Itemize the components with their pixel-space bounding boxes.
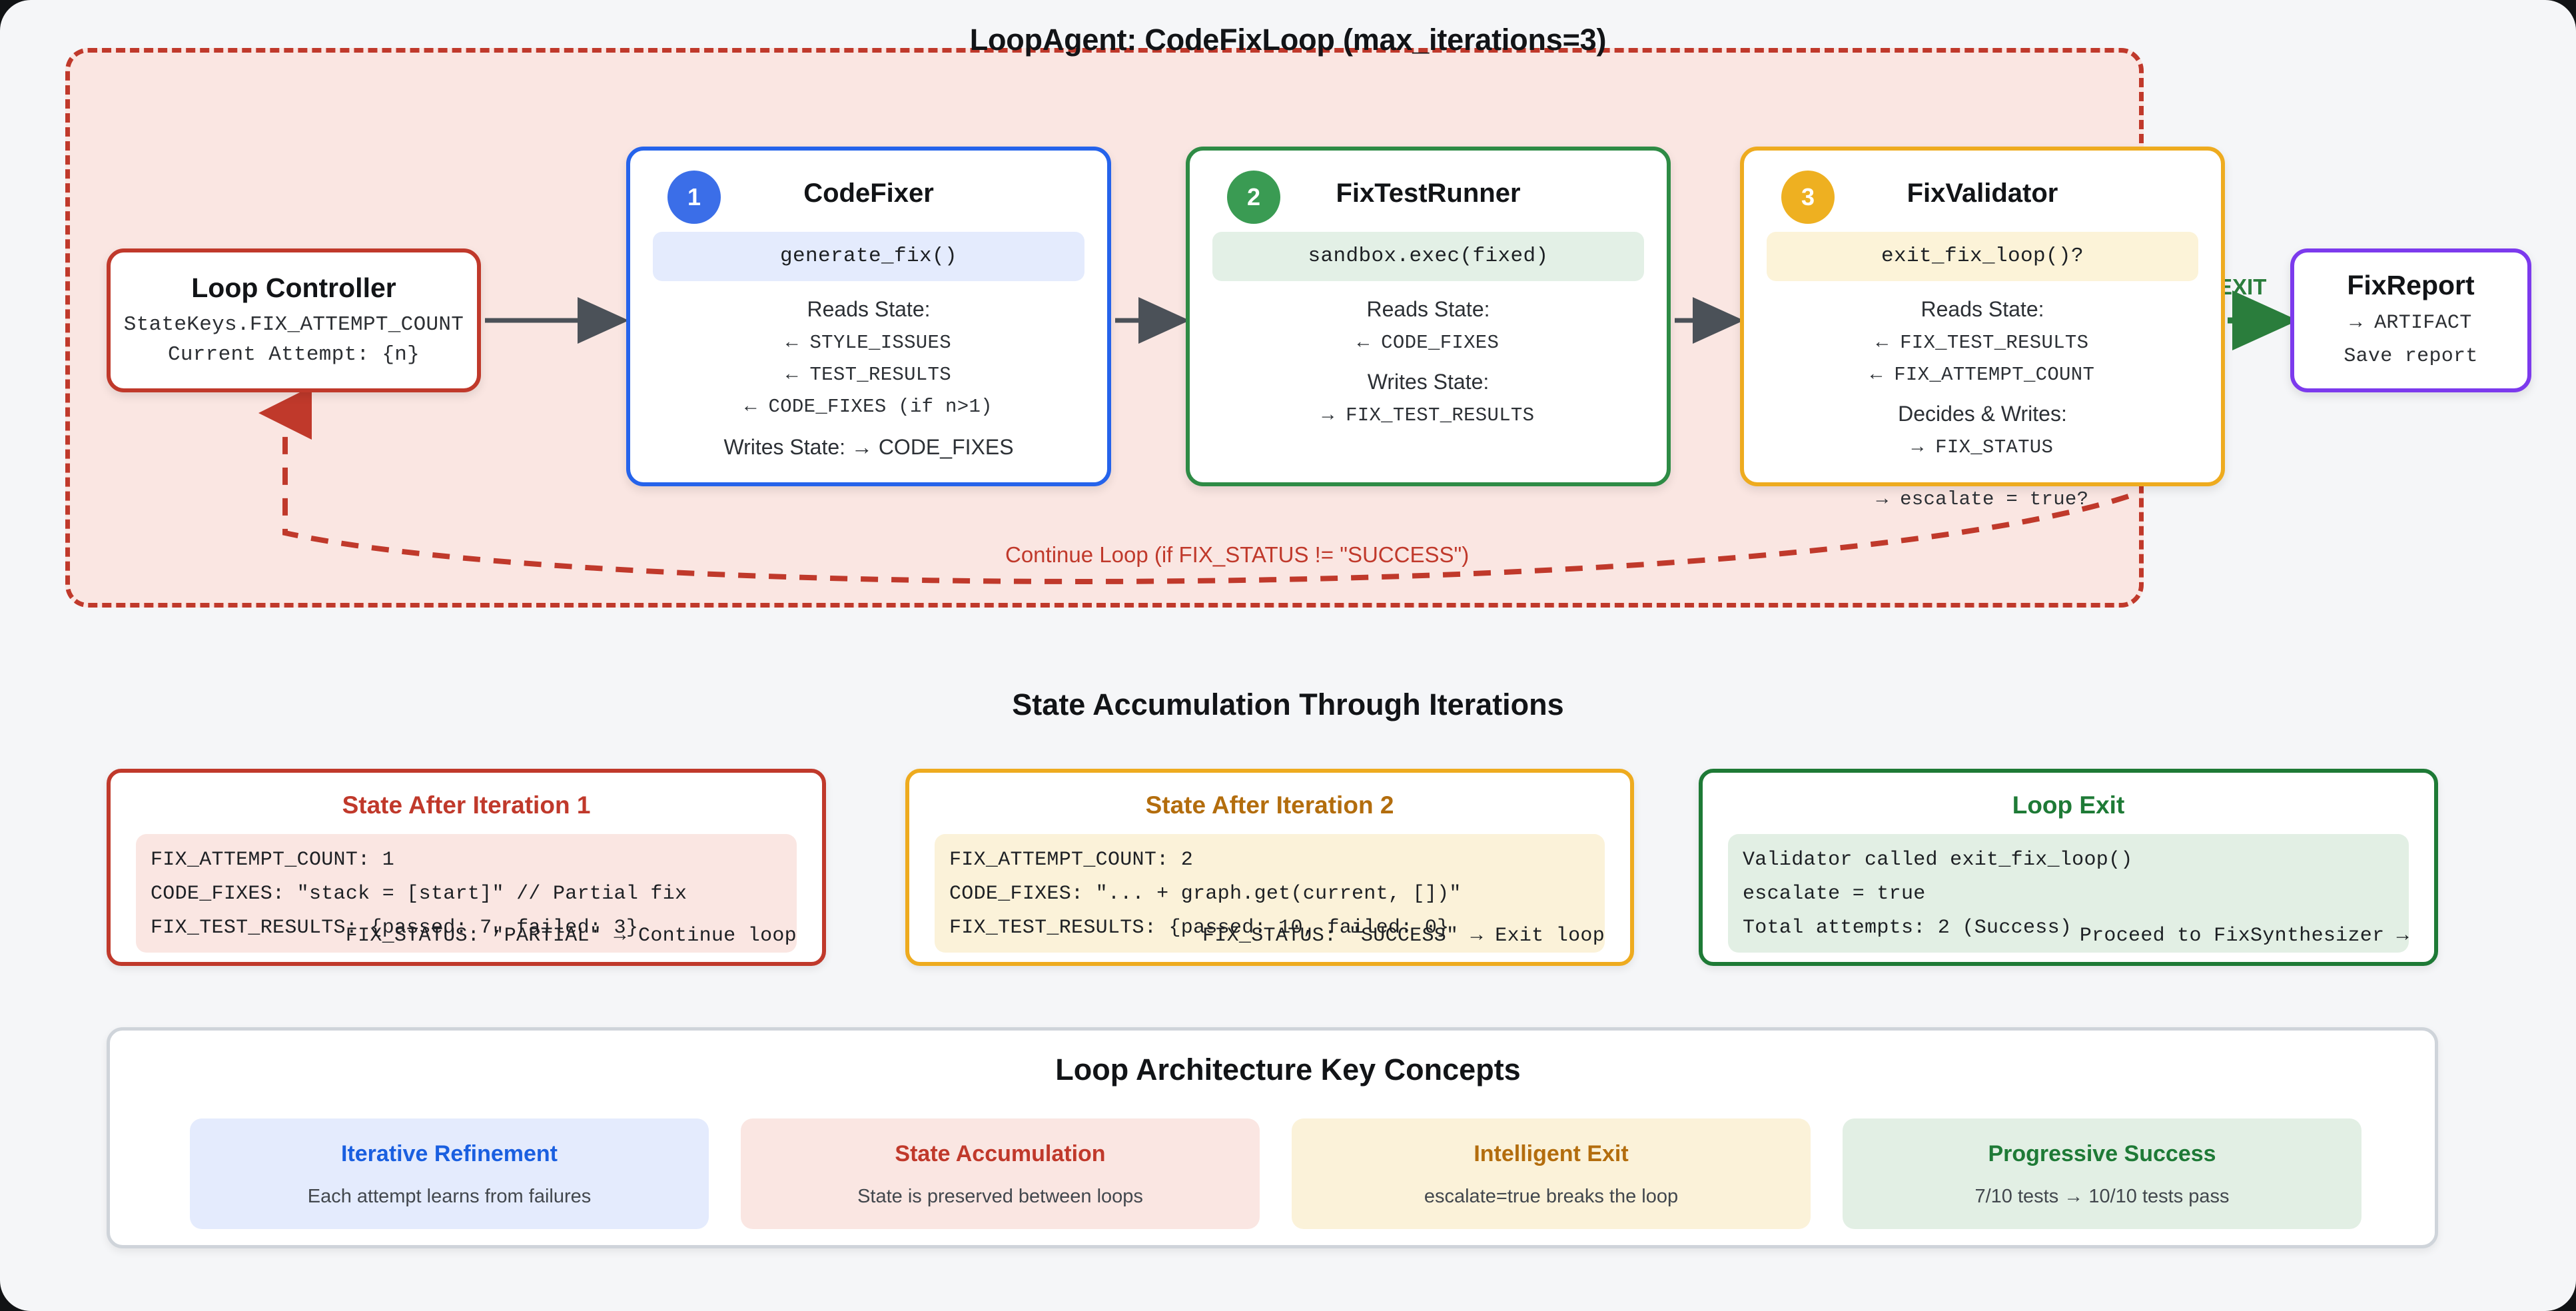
step-2-title: FixTestRunner	[1336, 179, 1521, 208]
step-1-title: CodeFixer	[803, 179, 934, 208]
exit-label: EXIT	[2218, 274, 2267, 299]
agent-node-fixtestrunner[interactable]: 2 FixTestRunner sandbox.exec(fixed) Read…	[1186, 147, 1671, 486]
step-2-badge: 2	[1227, 171, 1280, 224]
loop-controller-title: Loop Controller	[191, 272, 396, 303]
step-3-write-0: → FIX_STATUS	[1911, 436, 2054, 458]
step-3-code-chip: exit_fix_loop()?	[1767, 232, 2198, 281]
step-3-writes-label: Decides & Writes:	[1898, 402, 2067, 426]
step-1-read-0: ← STYLE_ISSUES	[786, 332, 951, 354]
concept-1-title: State Accumulation	[895, 1141, 1106, 1166]
step-1-reads-label: Reads State:	[807, 297, 931, 321]
state-card-2-footer: FIX_STATUS: "SUCCESS" → Exit loop	[1202, 925, 1605, 947]
state-card-1-title: State After Iteration 1	[342, 791, 591, 819]
agent-node-fixvalidator[interactable]: 3 FixValidator exit_fix_loop()? Reads St…	[1740, 147, 2225, 510]
key-concepts-panel: Iterative Refinement Each attempt learns…	[107, 1027, 2438, 1248]
state-card-1-row-2: FIX_TEST_RESULTS: {passed: 7, failed: 3}	[151, 917, 639, 939]
state-card-2-row-0: FIX_ATTEMPT_COUNT: 2	[949, 849, 1194, 871]
state-card-3-row-2: Total attempts: 2 (Success)	[1743, 917, 2072, 939]
state-card-1-footer: FIX_STATUS: "PARTIAL" → Continue loop	[345, 925, 797, 947]
step-1-read-1: ← TEST_RESULTS	[786, 364, 951, 386]
step-2-write-0: → FIX_TEST_RESULTS	[1322, 404, 1535, 426]
state-card-2-row-1: CODE_FIXES: "... + graph.get(current, []…	[949, 883, 1462, 905]
concept-iterative-refinement[interactable]: Iterative Refinement Each attempt learns…	[190, 1118, 709, 1229]
state-card-1-row-0: FIX_ATTEMPT_COUNT: 1	[151, 849, 395, 871]
step-1-header: 1 CodeFixer	[653, 169, 1084, 232]
step-3-read-1: ← FIX_ATTEMPT_COUNT	[1870, 364, 2095, 386]
state-card-1-body: FIX_ATTEMPT_COUNT: 1 CODE_FIXES: "stack …	[136, 834, 797, 953]
fix-report-node[interactable]: FixReport → ARTIFACT Save report	[2290, 248, 2531, 392]
state-card-2-row-2: FIX_TEST_RESULTS: {passed: 10, failed: 0…	[949, 917, 1450, 939]
state-card-3-footer: Proceed to FixSynthesizer →	[2079, 925, 2409, 947]
state-card-1-row-1: CODE_FIXES: "stack = [start]" // Partial…	[151, 883, 687, 905]
step-2-reads-label: Reads State:	[1366, 297, 1490, 321]
state-card-3-row-0: Validator called exit_fix_loop()	[1743, 849, 2133, 871]
fix-report-save: Save report	[2344, 345, 2478, 368]
key-concepts-row: Iterative Refinement Each attempt learns…	[190, 1118, 2361, 1229]
step-3-reads-label: Reads State:	[1921, 297, 2044, 321]
step-1-code-chip: generate_fix()	[653, 232, 1084, 281]
step-2-read-0: ← CODE_FIXES	[1357, 332, 1500, 354]
concept-0-desc: Each attempt learns from failures	[307, 1186, 592, 1207]
concept-progressive-success[interactable]: Progressive Success 7/10 tests → 10/10 t…	[1843, 1118, 2361, 1229]
step-3-badge: 3	[1781, 171, 1835, 224]
state-card-3-title: Loop Exit	[2012, 791, 2125, 819]
state-card-iteration-1[interactable]: State After Iteration 1 FIX_ATTEMPT_COUN…	[107, 769, 826, 966]
state-card-2-title: State After Iteration 2	[1145, 791, 1394, 819]
loop-agent-title: LoopAgent: CodeFixLoop (max_iterations=3…	[969, 23, 1607, 57]
state-section-heading: State Accumulation Through Iterations	[1012, 687, 1564, 721]
state-card-loop-exit[interactable]: Loop Exit Validator called exit_fix_loop…	[1699, 769, 2438, 966]
concept-1-desc: State is preserved between loops	[857, 1186, 1143, 1207]
key-concepts-heading: Loop Architecture Key Concepts	[1055, 1053, 1521, 1087]
concept-2-desc: escalate=true breaks the loop	[1424, 1186, 1679, 1207]
concept-3-title: Progressive Success	[1988, 1141, 2216, 1166]
concept-state-accumulation[interactable]: State Accumulation State is preserved be…	[741, 1118, 1260, 1229]
step-2-header: 2 FixTestRunner	[1212, 169, 1644, 232]
concept-2-title: Intelligent Exit	[1474, 1141, 1629, 1166]
step-3-header: 3 FixValidator	[1767, 169, 2198, 232]
step-3-read-0: ← FIX_TEST_RESULTS	[1876, 332, 2089, 354]
loop-controller-attempt: Current Attempt: {n}	[167, 343, 420, 366]
state-card-3-row-1: escalate = true	[1743, 883, 1926, 905]
loop-controller-statekey: StateKeys.FIX_ATTEMPT_COUNT	[123, 313, 464, 336]
loop-controller-node[interactable]: Loop Controller StateKeys.FIX_ATTEMPT_CO…	[107, 248, 481, 392]
step-2-code-chip: sandbox.exec(fixed)	[1212, 232, 1644, 281]
state-card-iteration-2[interactable]: State After Iteration 2 FIX_ATTEMPT_COUN…	[905, 769, 1634, 966]
concept-intelligent-exit[interactable]: Intelligent Exit escalate=true breaks th…	[1292, 1118, 1811, 1229]
step-1-badge: 1	[667, 171, 721, 224]
step-1-read-2: ← CODE_FIXES (if n>1)	[745, 396, 993, 418]
concept-0-title: Iterative Refinement	[341, 1141, 558, 1166]
state-card-3-body: Validator called exit_fix_loop() escalat…	[1728, 834, 2409, 953]
continue-loop-label: Continue Loop (if FIX_STATUS != "SUCCESS…	[1005, 542, 1470, 567]
state-card-2-body: FIX_ATTEMPT_COUNT: 2 CODE_FIXES: "... + …	[935, 834, 1605, 953]
agent-node-codefixer[interactable]: 1 CodeFixer generate_fix() Reads State: …	[626, 147, 1111, 486]
fix-report-artifact: → ARTIFACT	[2350, 312, 2472, 334]
concept-3-desc: 7/10 tests → 10/10 tests pass	[1974, 1186, 2230, 1207]
step-1-writes-inline: Writes State: → CODE_FIXES	[723, 435, 1014, 459]
step-2-writes-label: Writes State:	[1367, 370, 1490, 394]
step-3-title: FixValidator	[1907, 179, 2058, 208]
step-3-escalate-note: → escalate = true?	[1876, 488, 2089, 510]
fix-report-title: FixReport	[2347, 270, 2475, 300]
